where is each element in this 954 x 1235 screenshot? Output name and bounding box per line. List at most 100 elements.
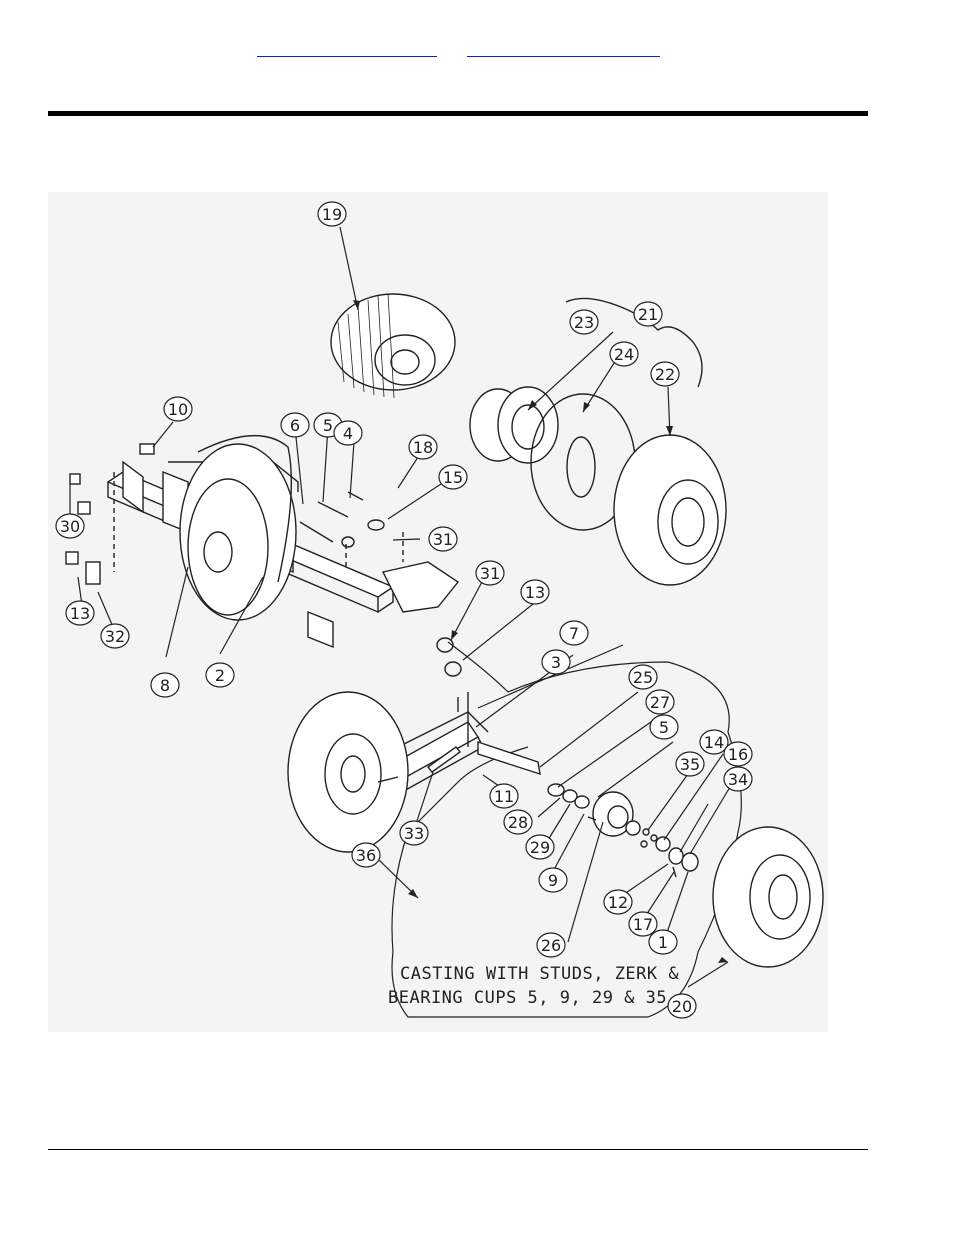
callout-33: 33 xyxy=(399,820,429,846)
rim-23 xyxy=(469,386,559,464)
wheel-lower-left xyxy=(287,691,409,853)
wheel-8 xyxy=(179,434,297,621)
callout-7: 7 xyxy=(559,620,589,646)
callout-25: 25 xyxy=(628,664,658,690)
callout-label: 30 xyxy=(60,517,80,536)
callout-label: 20 xyxy=(672,997,692,1016)
note-line-2: BEARING CUPS 5, 9, 29 & 35 xyxy=(388,988,667,1008)
callout-label: 8 xyxy=(160,676,170,695)
callout-31: 31 xyxy=(475,560,505,586)
callout-19: 19 xyxy=(317,201,347,227)
tire-20 xyxy=(712,826,824,968)
callout-label: 3 xyxy=(551,653,561,672)
callout-18: 18 xyxy=(408,434,438,460)
callout-22: 22 xyxy=(650,361,680,387)
callout-6: 6 xyxy=(280,412,310,438)
leader-arrowheads xyxy=(353,300,728,963)
callout-13: 13 xyxy=(65,600,95,626)
callout-label: 10 xyxy=(168,400,188,419)
callout-label: 32 xyxy=(105,627,125,646)
tire-19 xyxy=(330,293,456,399)
callout-26: 26 xyxy=(536,932,566,958)
callout-label: 11 xyxy=(494,787,514,806)
callout-32: 32 xyxy=(100,623,130,649)
small-parts-upper xyxy=(65,443,462,677)
callout-label: 31 xyxy=(433,530,453,549)
callout-label: 9 xyxy=(548,871,558,890)
callout-label: 12 xyxy=(608,893,628,912)
callout-36: 36 xyxy=(351,842,381,868)
callout-label: 18 xyxy=(413,438,433,457)
callout-label: 28 xyxy=(508,813,528,832)
callout-label: 4 xyxy=(343,424,353,443)
callout-15: 15 xyxy=(438,464,468,490)
hub-27 xyxy=(587,791,699,878)
callout-label: 25 xyxy=(633,668,653,687)
callout-label: 13 xyxy=(70,604,90,623)
callout-label: 35 xyxy=(680,755,700,774)
footer-rule xyxy=(48,1149,868,1150)
callout-1: 1 xyxy=(648,929,678,955)
callout-28: 28 xyxy=(503,809,533,835)
callout-label: 22 xyxy=(655,365,675,384)
callout-label: 23 xyxy=(574,313,594,332)
callout-20: 20 xyxy=(667,993,697,1019)
callout-35: 35 xyxy=(675,751,705,777)
callout-label: 7 xyxy=(569,624,579,643)
note-line-1: CASTING WITH STUDS, ZERK & xyxy=(400,964,679,984)
callout-24: 24 xyxy=(609,341,639,367)
callout-label: 26 xyxy=(541,936,561,955)
callout-13: 13 xyxy=(520,579,550,605)
callout-2: 2 xyxy=(205,662,235,688)
boundary-36 xyxy=(391,641,742,1018)
bracket-21 xyxy=(565,297,703,388)
callout-16: 16 xyxy=(723,741,753,767)
callout-17: 17 xyxy=(628,911,658,937)
callout-label: 14 xyxy=(704,733,724,752)
callout-label: 24 xyxy=(614,345,634,364)
header-rule xyxy=(48,111,868,116)
parts-diagram-svg: 1921232422106541815313013328231137325275… xyxy=(55,201,824,1019)
callout-label: 15 xyxy=(443,468,463,487)
header-link-1[interactable] xyxy=(257,40,437,57)
callout-34: 34 xyxy=(723,766,753,792)
callout-label: 19 xyxy=(322,205,342,224)
bolt-33 xyxy=(426,746,462,773)
callout-label: 34 xyxy=(728,770,748,789)
callout-label: 2 xyxy=(215,666,225,685)
callout-3: 3 xyxy=(541,649,571,675)
callout-30: 30 xyxy=(55,513,85,539)
callout-label: 17 xyxy=(633,915,653,934)
callout-27: 27 xyxy=(645,689,675,715)
spindle-25 xyxy=(477,741,590,809)
callout-21: 21 xyxy=(633,301,663,327)
callout-label: 31 xyxy=(480,564,500,583)
header-link-2[interactable] xyxy=(467,40,660,57)
callout-23: 23 xyxy=(569,309,599,335)
callout-label: 36 xyxy=(356,846,376,865)
leader-lines xyxy=(69,226,734,988)
callout-label: 16 xyxy=(728,745,748,764)
callout-11: 11 xyxy=(489,783,519,809)
callout-9: 9 xyxy=(538,867,568,893)
callout-12: 12 xyxy=(603,889,633,915)
callout-label: 33 xyxy=(404,824,424,843)
callout-8: 8 xyxy=(150,672,180,698)
callout-label: 21 xyxy=(638,305,658,324)
callout-label: 5 xyxy=(659,718,669,737)
callout-label: 1 xyxy=(658,933,668,952)
callout-10: 10 xyxy=(163,396,193,422)
callout-4: 4 xyxy=(333,420,363,446)
callout-label: 5 xyxy=(323,416,333,435)
callout-5: 5 xyxy=(649,714,679,740)
callout-29: 29 xyxy=(525,834,555,860)
callout-label: 13 xyxy=(525,583,545,602)
callout-label: 29 xyxy=(530,838,550,857)
callout-label: 6 xyxy=(290,416,300,435)
callout-31: 31 xyxy=(428,526,458,552)
callout-label: 27 xyxy=(650,693,670,712)
tire-22 xyxy=(613,434,727,586)
callout-14: 14 xyxy=(699,729,729,755)
